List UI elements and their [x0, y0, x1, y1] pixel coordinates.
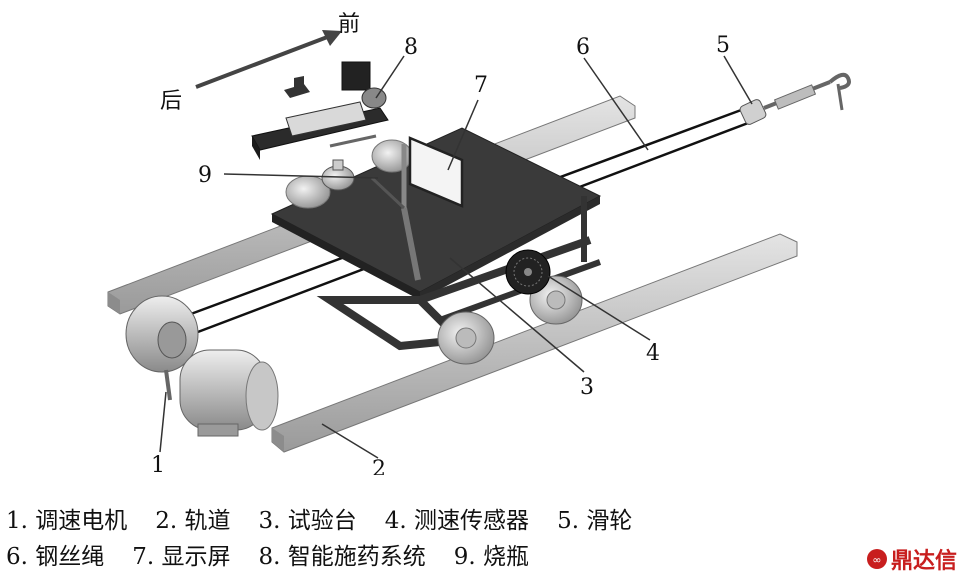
logo-icon: ∞	[866, 549, 887, 569]
legend-item: 8. 智能施药系统	[258, 544, 426, 570]
front-label: 前	[338, 12, 360, 37]
flask	[321, 159, 355, 191]
pulley	[739, 72, 851, 125]
speed-regulating-motor	[125, 295, 279, 437]
callout-3: 3	[580, 375, 594, 400]
legend-item: 7. 显示屏	[132, 544, 231, 570]
svg-text:∞: ∞	[872, 554, 881, 567]
callout-1: 1	[151, 453, 165, 475]
legend-item: 4. 测速传感器	[384, 508, 530, 534]
legend-item: 9. 烧瓶	[453, 544, 530, 570]
logo-text: 鼎达信	[890, 549, 957, 574]
test-bench-diagram: 前 后	[107, 12, 851, 475]
display-screen	[408, 136, 464, 208]
callout-7: 7	[474, 73, 488, 98]
watermark-logo: ∞ 鼎达信	[866, 543, 957, 575]
legend-item: 2. 轨道	[155, 508, 231, 534]
legend-row-2: 6. 钢丝绳 7. 显示屏 8. 智能施药系统 9. 烧瓶	[6, 542, 557, 572]
speed-sensor	[505, 249, 551, 295]
leader-lines	[159, 55, 753, 459]
legend-item: 3. 试验台	[258, 508, 357, 534]
wheel-front-left	[437, 311, 495, 365]
back-label: 后	[160, 89, 182, 114]
legend-item: 5. 滑轮	[557, 508, 633, 534]
callout-5: 5	[716, 33, 730, 58]
callout-9: 9	[198, 163, 212, 188]
legend-item: 1. 调速电机	[6, 508, 128, 534]
rail-front	[271, 233, 798, 453]
spray-mast	[370, 144, 421, 281]
callout-8: 8	[404, 35, 418, 60]
intelligent-spraying-system	[251, 61, 389, 160]
callout-6: 6	[576, 35, 590, 60]
direction-arrow	[195, 30, 342, 89]
legend-row-1: 1. 调速电机 2. 轨道 3. 试验台 4. 测速传感器 5. 滑轮	[6, 506, 660, 536]
callout-4: 4	[646, 341, 660, 366]
legend-item: 6. 钢丝绳	[6, 544, 105, 570]
callout-2: 2	[372, 457, 386, 475]
